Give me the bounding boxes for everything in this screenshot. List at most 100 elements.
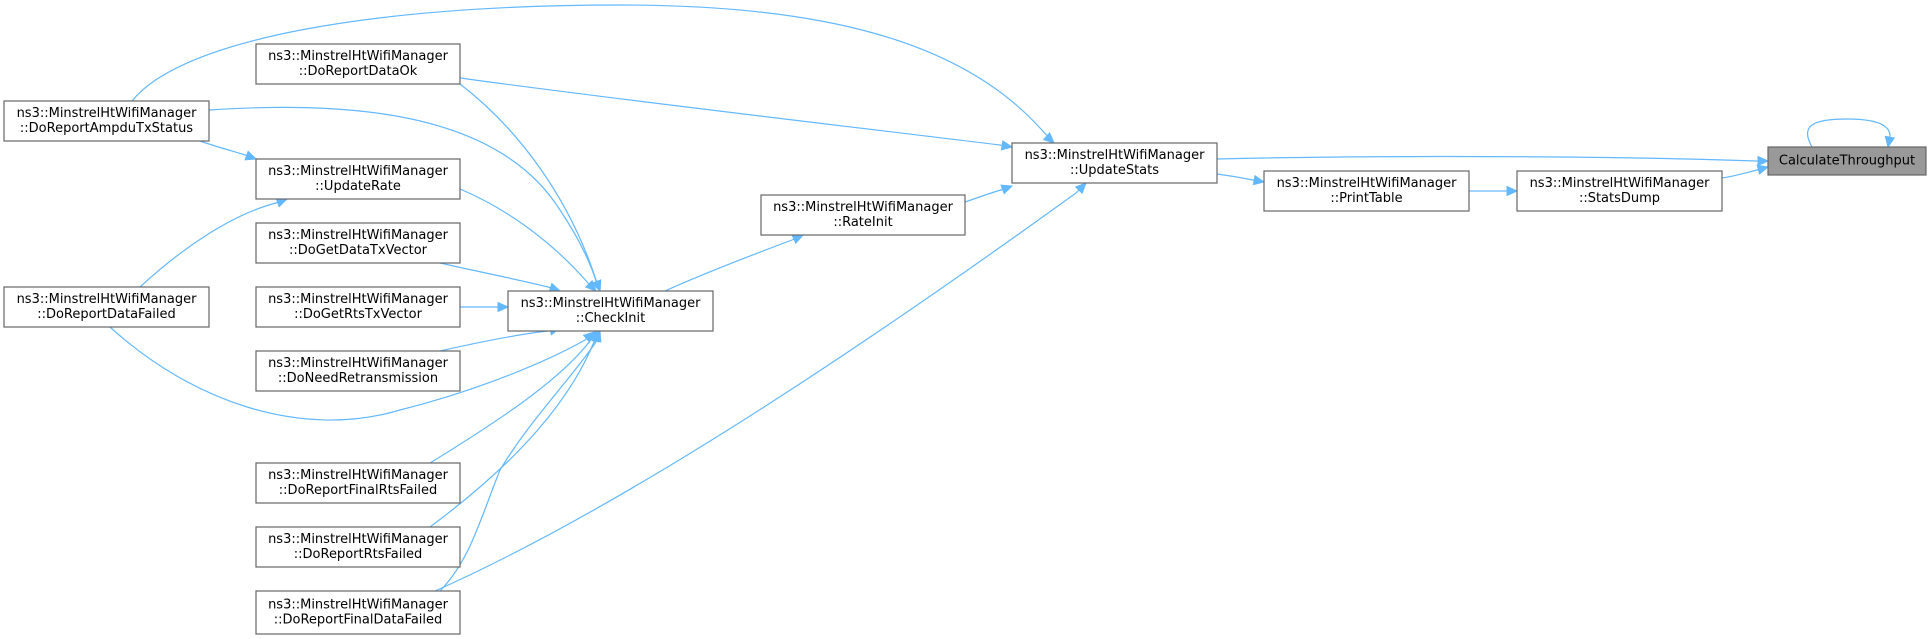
node-rtsfailed[interactable]: ns3::MinstrelHtWifiManager::DoReportRtsF… xyxy=(255,526,461,568)
arrow-head-icon xyxy=(791,234,805,245)
node-label-line: ::DoGetRtsTxVector xyxy=(294,307,423,322)
node-label-line: ::StatsDump xyxy=(1579,191,1660,206)
node-datafailed[interactable]: ns3::MinstrelHtWifiManager::DoReportData… xyxy=(3,286,210,328)
edge-rateinit-to-update xyxy=(964,184,1014,203)
node-box xyxy=(255,462,461,504)
node-label-line: ::UpdateRate xyxy=(315,179,401,194)
edge-line xyxy=(439,262,561,292)
arrow-head-icon xyxy=(497,301,510,313)
node-box xyxy=(1767,146,1927,176)
edge-line xyxy=(664,234,804,292)
nodes-layer: CalculateThroughputns3::MinstrelHtWifiMa… xyxy=(3,43,1927,635)
edge-dataok-to-update xyxy=(459,77,1014,151)
edge-calc-to-calc xyxy=(1806,118,1896,149)
node-box xyxy=(3,100,210,142)
node-checkinit[interactable]: ns3::MinstrelHtWifiManager::CheckInit xyxy=(507,290,714,332)
node-label-line: ns3::MinstrelHtWifiManager xyxy=(17,292,198,307)
arrow-head-icon xyxy=(1000,140,1014,151)
node-label-line: ns3::MinstrelHtWifiManager xyxy=(268,468,449,483)
edge-line xyxy=(139,198,288,288)
node-label-line: ns3::MinstrelHtWifiManager xyxy=(268,532,449,547)
node-label-line: ns3::MinstrelHtWifiManager xyxy=(1025,148,1206,163)
node-box xyxy=(1011,142,1218,184)
node-finalrts[interactable]: ns3::MinstrelHtWifiManager::DoReportFina… xyxy=(255,462,461,504)
edge-line xyxy=(109,326,595,421)
node-label-line: CalculateThroughput xyxy=(1779,154,1915,169)
node-label-line: ::DoReportDataOk xyxy=(299,64,418,79)
node-label-line: ns3::MinstrelHtWifiManager xyxy=(17,106,198,121)
node-box xyxy=(507,290,714,332)
node-box xyxy=(255,590,461,635)
node-box xyxy=(255,43,461,85)
node-label-line: ::DoReportFinalDataFailed xyxy=(274,613,443,628)
edge-dataok-to-checkinit xyxy=(459,83,602,293)
node-box xyxy=(255,526,461,568)
node-ampdu[interactable]: ns3::MinstrelHtWifiManager::DoReportAmpd… xyxy=(3,100,210,142)
arrow-head-icon xyxy=(1000,184,1014,195)
node-box xyxy=(1516,170,1723,212)
arrow-head-icon xyxy=(1252,174,1266,186)
node-stats[interactable]: ns3::MinstrelHtWifiManager::StatsDump xyxy=(1516,170,1723,212)
node-label-line: ns3::MinstrelHtWifiManager xyxy=(1277,176,1458,191)
node-print[interactable]: ns3::MinstrelHtWifiManager::PrintTable xyxy=(1263,170,1470,212)
node-needretx[interactable]: ns3::MinstrelHtWifiManager::DoNeedRetran… xyxy=(255,350,461,392)
arrow-head-icon xyxy=(1756,164,1770,175)
edge-ampdu-to-updaterate xyxy=(199,140,258,161)
edge-line xyxy=(1806,118,1891,148)
edge-update-to-print xyxy=(1216,173,1266,186)
node-dataok[interactable]: ns3::MinstrelHtWifiManager::DoReportData… xyxy=(255,43,461,85)
edge-finaldata-to-checkinit xyxy=(439,329,602,592)
node-finaldata[interactable]: ns3::MinstrelHtWifiManager::DoReportFina… xyxy=(255,590,461,635)
edge-line xyxy=(459,77,1013,148)
arrow-head-icon xyxy=(584,279,597,292)
node-rateinit[interactable]: ns3::MinstrelHtWifiManager::RateInit xyxy=(760,194,966,236)
edge-ampdu-to-update xyxy=(131,4,1055,144)
node-label-line: ::CheckInit xyxy=(576,311,646,326)
node-label-line: ns3::MinstrelHtWifiManager xyxy=(268,292,449,307)
node-label-line: ::DoReportFinalRtsFailed xyxy=(279,483,437,498)
node-box xyxy=(1263,170,1470,212)
edge-line xyxy=(439,330,601,592)
node-label-line: ::RateInit xyxy=(833,215,892,230)
edge-line xyxy=(131,4,1055,144)
arrow-head-icon xyxy=(1042,132,1055,144)
node-getrts[interactable]: ns3::MinstrelHtWifiManager::DoGetRtsTxVe… xyxy=(255,286,461,328)
node-calc: CalculateThroughput xyxy=(1767,146,1927,176)
node-box xyxy=(255,286,461,328)
node-box xyxy=(760,194,966,236)
node-label-line: ::DoReportAmpduTxStatus xyxy=(20,121,193,136)
node-box xyxy=(3,286,210,328)
edge-line xyxy=(459,188,597,292)
node-label-line: ::DoReportDataFailed xyxy=(37,307,176,322)
arrow-head-icon xyxy=(1884,135,1896,149)
node-box xyxy=(255,222,461,264)
arrow-head-icon xyxy=(1757,155,1770,167)
edge-updaterate-to-checkinit xyxy=(459,188,597,292)
node-label-line: ns3::MinstrelHtWifiManager xyxy=(268,164,449,179)
arrow-head-icon xyxy=(1506,185,1519,197)
edge-line xyxy=(1721,166,1769,179)
node-label-line: ns3::MinstrelHtWifiManager xyxy=(268,598,449,613)
node-getdata[interactable]: ns3::MinstrelHtWifiManager::DoGetDataTxV… xyxy=(255,222,461,264)
edge-checkinit-to-rateinit xyxy=(664,234,805,292)
node-label-line: ns3::MinstrelHtWifiManager xyxy=(521,296,702,311)
arrow-head-icon xyxy=(591,329,602,343)
edge-line xyxy=(199,140,257,160)
node-update[interactable]: ns3::MinstrelHtWifiManager::UpdateStats xyxy=(1011,142,1218,184)
node-label-line: ns3::MinstrelHtWifiManager xyxy=(1530,176,1711,191)
edge-getrts-to-checkinit xyxy=(460,301,510,313)
edge-line xyxy=(208,106,601,292)
edge-line xyxy=(429,330,599,528)
edge-ampdu-to-checkinit xyxy=(208,106,601,293)
edge-line xyxy=(434,182,1087,592)
edge-print-to-stats xyxy=(1469,185,1519,197)
arrow-head-icon xyxy=(591,279,601,293)
node-updaterate[interactable]: ns3::MinstrelHtWifiManager::UpdateRate xyxy=(255,158,461,200)
node-label-line: ::DoGetDataTxVector xyxy=(289,243,428,258)
node-label-line: ns3::MinstrelHtWifiManager xyxy=(773,200,954,215)
edges-layer xyxy=(109,4,1896,592)
arrow-head-icon xyxy=(1074,182,1087,195)
edge-line xyxy=(429,330,597,464)
edge-line xyxy=(1216,155,1768,162)
